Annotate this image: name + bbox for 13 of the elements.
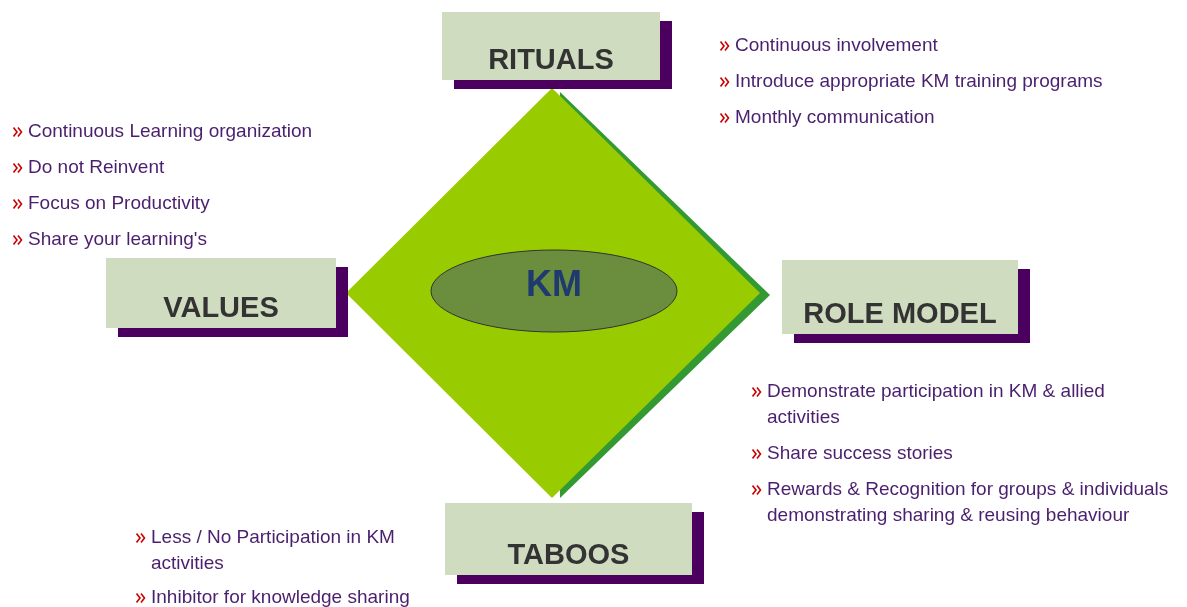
bullet-text: Continuous Learning organization bbox=[28, 119, 314, 143]
bullet-text: Demonstrate participation in KM & allied activities bbox=[767, 379, 1106, 429]
bullet-text: Continuous involvement bbox=[735, 33, 939, 57]
bullet-text: Share your learning's bbox=[28, 227, 208, 251]
bullet-text: Introduce appropriate KM training programs bbox=[735, 69, 1104, 93]
bullet-text: Monthly communication bbox=[735, 105, 936, 129]
bullet-text: Focus on Productivity bbox=[28, 191, 211, 215]
bullet-text: Less / No Participation in KM activities bbox=[151, 525, 396, 575]
bullet-text: Rewards & Recognition for groups & individuals demonstrating sharing & reusing behaviour bbox=[767, 477, 1170, 527]
bullet-text: Inhibitor for knowledge sharing bbox=[151, 585, 411, 607]
bullet-text: Share success stories bbox=[767, 441, 954, 465]
bullet-text: Do not Reinvent bbox=[28, 155, 166, 179]
ellipse-shape: KM bbox=[429, 248, 679, 334]
